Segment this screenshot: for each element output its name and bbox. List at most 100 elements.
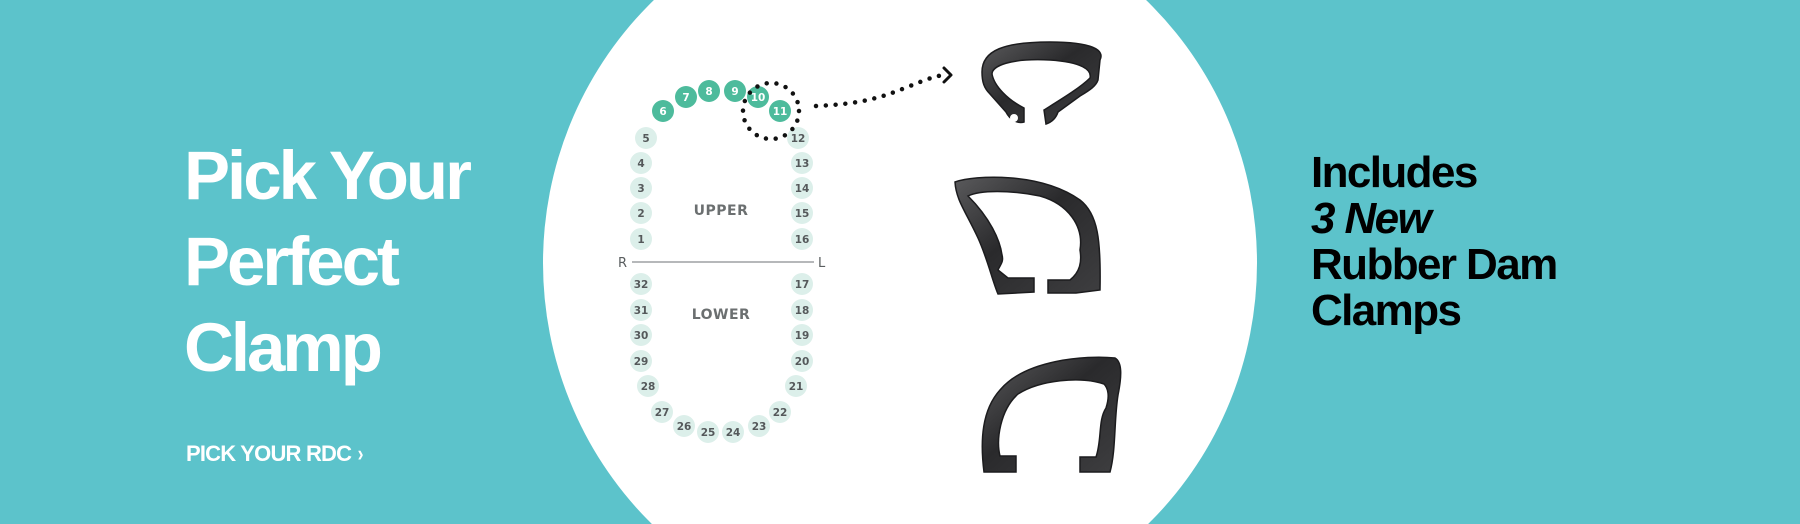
headline: Pick Your Perfect Clamp — [184, 133, 472, 391]
tooth-27[interactable]: 27 — [651, 401, 673, 423]
tooth-17[interactable]: 17 — [791, 273, 813, 295]
tooth-number: 9 — [731, 86, 738, 98]
tooth-circle — [791, 324, 813, 346]
cta-label: PICK YOUR RDC — [186, 441, 352, 466]
dotted-arrow-path — [813, 72, 948, 109]
tooth-19[interactable]: 19 — [791, 324, 813, 346]
clamp-image-3 — [981, 356, 1122, 473]
clamp-image-2 — [954, 176, 1101, 295]
tooth-circle — [791, 152, 813, 174]
tooth-number: 3 — [637, 183, 644, 195]
tooth-10[interactable]: 10 — [747, 86, 769, 108]
tooth-circle — [630, 228, 652, 250]
tooth-circle — [652, 100, 674, 122]
lower-arch-label: LOWER — [692, 307, 751, 323]
copy-line-3-new: 3 New — [1311, 194, 1432, 243]
clamp-image-1 — [981, 41, 1102, 125]
tooth-16[interactable]: 16 — [791, 228, 813, 250]
tooth-circle — [791, 228, 813, 250]
tooth-circle — [630, 273, 652, 295]
tooth-number: 18 — [795, 305, 810, 317]
tooth-number: 10 — [751, 92, 766, 104]
tooth-14[interactable]: 14 — [791, 177, 813, 199]
tooth-number: 21 — [789, 381, 804, 393]
pick-your-rdc-link[interactable]: PICK YOUR RDC › — [186, 441, 364, 467]
tooth-4[interactable]: 4 — [630, 152, 652, 174]
tooth-number: 4 — [637, 158, 644, 170]
tooth-number: 19 — [795, 330, 810, 342]
tooth-number: 22 — [773, 407, 788, 419]
tooth-circle — [630, 324, 652, 346]
tooth-circle — [769, 401, 791, 423]
tooth-23[interactable]: 23 — [748, 415, 770, 437]
tooth-circle — [673, 415, 695, 437]
headline-line-3: Clamp — [184, 309, 383, 386]
tooth-circle — [675, 86, 697, 108]
tooth-8[interactable]: 8 — [698, 80, 720, 102]
tooth-circle — [769, 100, 791, 122]
tooth-2[interactable]: 2 — [630, 202, 652, 224]
tooth-circle — [630, 299, 652, 321]
tooth-20[interactable]: 20 — [791, 350, 813, 372]
tooth-number: 7 — [682, 92, 689, 104]
tooth-circle — [785, 375, 807, 397]
tooth-1[interactable]: 1 — [630, 228, 652, 250]
tooth-22[interactable]: 22 — [769, 401, 791, 423]
left-side-label: L — [818, 256, 826, 271]
tooth-circle — [630, 177, 652, 199]
tooth-number: 8 — [705, 86, 712, 98]
tooth-32[interactable]: 32 — [630, 273, 652, 295]
tooth-24[interactable]: 24 — [722, 421, 744, 443]
tooth-number: 20 — [795, 356, 810, 368]
tooth-circle — [748, 415, 770, 437]
headline-line-1: Pick Your — [184, 137, 472, 214]
tooth-26[interactable]: 26 — [673, 415, 695, 437]
tooth-number: 13 — [795, 158, 810, 170]
tooth-12[interactable]: 12 — [787, 127, 809, 149]
clamp-promo-copy: Includes 3 New Rubber Dam Clamps — [1311, 148, 1558, 335]
copy-line-includes: Includes — [1311, 148, 1478, 197]
tooth-circle — [635, 127, 657, 149]
tooth-7[interactable]: 7 — [675, 86, 697, 108]
tooth-number: 29 — [634, 356, 649, 368]
tooth-9[interactable]: 9 — [724, 80, 746, 102]
tooth-25[interactable]: 25 — [697, 421, 719, 443]
tooth-11[interactable]: 11 — [769, 100, 791, 122]
tooth-15[interactable]: 15 — [791, 202, 813, 224]
tooth-circle — [651, 401, 673, 423]
tooth-number: 25 — [701, 427, 716, 439]
tooth-18[interactable]: 18 — [791, 299, 813, 321]
tooth-number: 23 — [752, 421, 767, 433]
tooth-circle — [630, 152, 652, 174]
chevron-right-icon: › — [357, 441, 364, 466]
tooth-circle — [791, 299, 813, 321]
tooth-28[interactable]: 28 — [637, 375, 659, 397]
tooth-5[interactable]: 5 — [635, 127, 657, 149]
upper-arch-label: UPPER — [694, 203, 749, 219]
tooth-3[interactable]: 3 — [630, 177, 652, 199]
copy-line-clamps: Clamps — [1311, 286, 1462, 335]
tooth-circle — [630, 350, 652, 372]
copy-line-rubber-dam: Rubber Dam — [1311, 240, 1558, 289]
tooth-circle — [630, 202, 652, 224]
tooth-number: 16 — [795, 234, 810, 246]
tooth-21[interactable]: 21 — [785, 375, 807, 397]
tooth-number: 1 — [637, 234, 644, 246]
tooth-number: 2 — [637, 208, 644, 220]
tooth-number: 14 — [795, 183, 810, 195]
tooth-circle — [698, 80, 720, 102]
tooth-number: 31 — [634, 305, 649, 317]
tooth-number: 12 — [791, 133, 806, 145]
tooth-13[interactable]: 13 — [791, 152, 813, 174]
tooth-29[interactable]: 29 — [630, 350, 652, 372]
tooth-30[interactable]: 30 — [630, 324, 652, 346]
tooth-circle — [637, 375, 659, 397]
tooth-number: 30 — [634, 330, 649, 342]
tooth-circle — [697, 421, 719, 443]
tooth-circle — [787, 127, 809, 149]
tooth-31[interactable]: 31 — [630, 299, 652, 321]
tooth-6[interactable]: 6 — [652, 100, 674, 122]
